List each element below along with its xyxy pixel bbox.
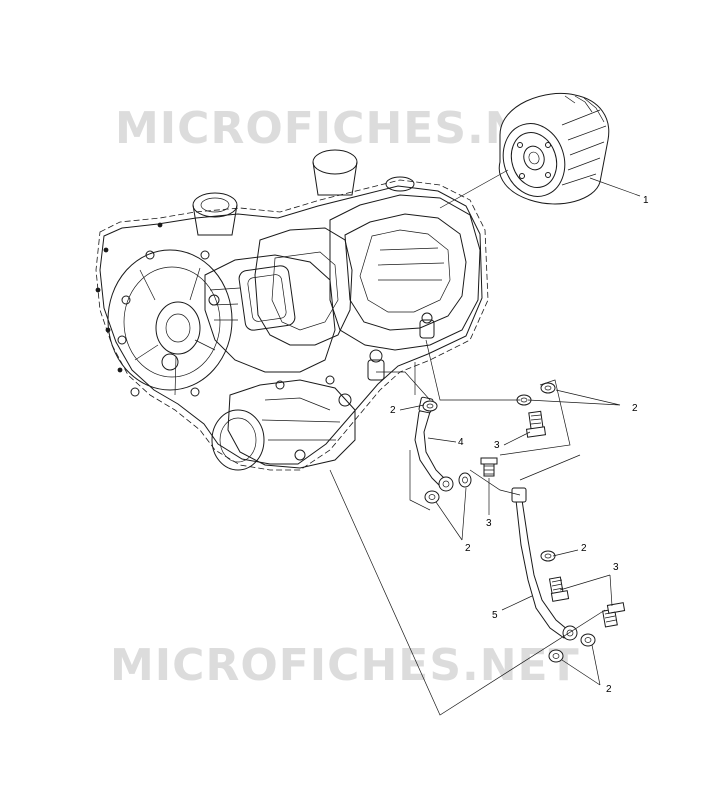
callout-2-upper-right: 2 [632,403,638,414]
callout-1: 1 [643,195,649,206]
watermark-text-bottom: MICROFICHES.NET [110,640,580,691]
callout-2-upper-left: 2 [390,405,396,416]
banjo-bolts [480,410,626,628]
washers [422,382,596,663]
oil-filter [498,92,610,205]
callout-labels: 1 2 2 2 2 2 3 3 3 4 5 [390,195,649,695]
watermark-bottom: MICROFICHES.NET [110,640,580,691]
callout-3-upper: 3 [494,440,500,451]
callout-2-middle: 2 [465,543,471,554]
callout-4: 4 [458,437,464,448]
engine-crankcase [95,149,489,471]
callout-2-lower-right: 2 [581,543,587,554]
oil-line-4 [414,396,454,492]
callout-2-bottom: 2 [606,684,612,695]
leader-lines [329,169,641,716]
callout-3-lower: 3 [613,562,619,573]
oil-line-5 [511,487,578,641]
callout-3-middle: 3 [486,518,492,529]
callout-5: 5 [492,610,498,621]
